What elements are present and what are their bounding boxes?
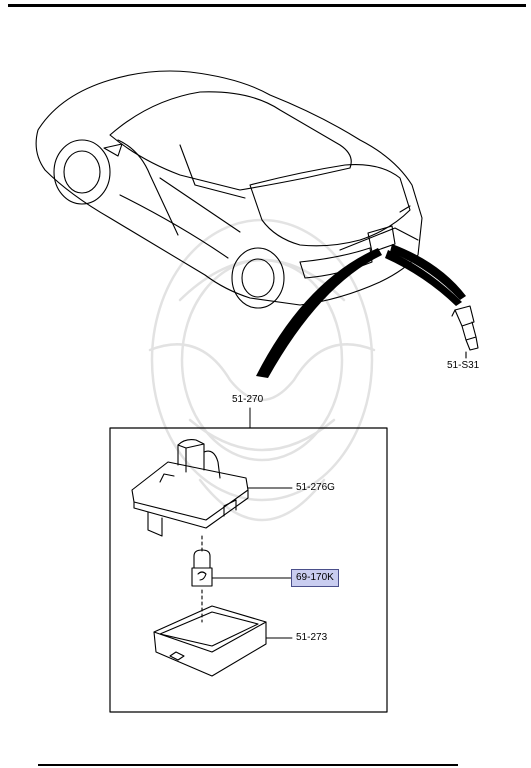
connector-part [451,305,479,359]
callout-51-276G: 51-276G [296,482,335,493]
bottom-rule [38,764,458,766]
lens-part [153,605,293,677]
callout-51-270: 51-270 [232,394,264,405]
detail-frame [109,427,388,713]
top-rule [8,4,526,7]
callout-51-S31: 51-S31 [447,360,480,371]
lamp-housing [131,439,293,537]
leader-arrows [256,244,466,378]
callout-69-170K[interactable]: 69-170K [291,569,339,587]
callout-51-273: 51-273 [296,632,328,643]
car-illustration [35,70,423,309]
bulb-part [191,535,293,623]
